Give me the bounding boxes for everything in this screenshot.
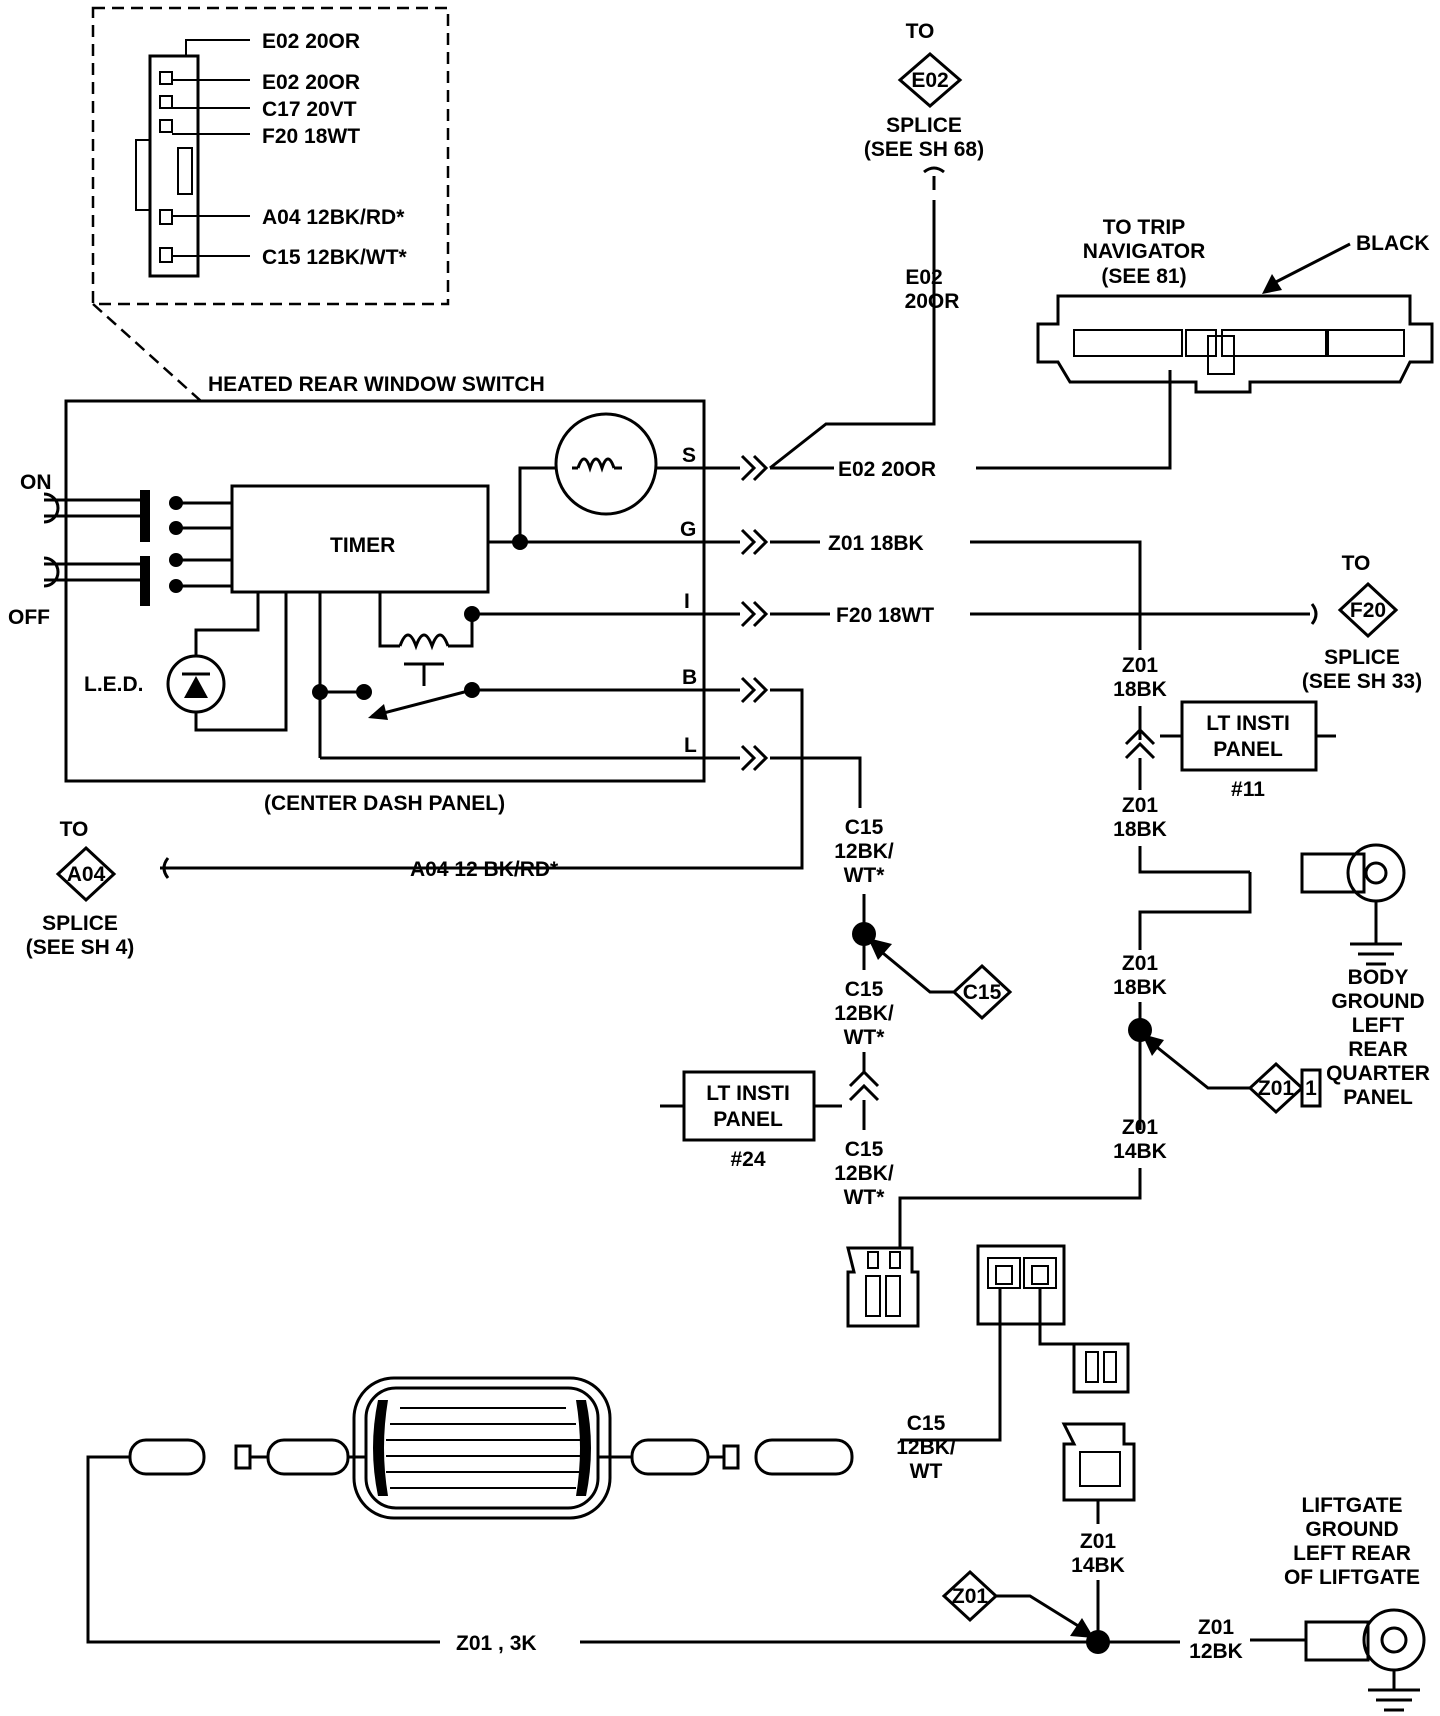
e02-to-label: TO <box>906 20 935 43</box>
f20-see-sheet: (SEE SH 33) <box>1302 670 1422 693</box>
z01-wire-label: Z01 <box>1122 794 1159 817</box>
z01-wire-label: 12BK <box>1189 1640 1243 1663</box>
z01-ground-circuit: Z01 18BK Z01 18BK Z01 18BK Z01 18BK Z01 … <box>770 532 1430 1248</box>
panel-11-label: PANEL <box>1213 738 1283 761</box>
rocker-off-button <box>43 556 150 606</box>
inset-wire-label: C15 12BK/WT* <box>262 246 408 269</box>
c15-wire-label: C15 <box>845 1138 884 1161</box>
panel-24-label: LT INSTI <box>706 1082 790 1105</box>
c15-wire-label: 12BK/ <box>896 1436 956 1459</box>
c15-wire-label: C15 <box>845 816 884 839</box>
c15-wire-label: C15 <box>907 1412 946 1435</box>
e02-circuit: E02 20OR E02 20OR TO E02 SPLICE (SEE SH … <box>769 20 1172 481</box>
z01-wire-label: Z01 <box>1198 1616 1235 1639</box>
f20-splice-code: F20 <box>1350 599 1386 622</box>
liftgate-ground: Z01 Z01 12BK LIFTGATE GROUND LEFT REAR O… <box>941 1494 1426 1712</box>
c15-wire-label: WT* <box>844 1026 886 1049</box>
body-ground-label: BODY <box>1348 966 1409 989</box>
switch-title: HEATED REAR WINDOW SWITCH <box>208 373 545 396</box>
timer-label: TIMER <box>330 534 395 557</box>
body-ground-label: PANEL <box>1343 1086 1413 1109</box>
off-label: OFF <box>8 606 50 629</box>
g-wire-label: Z01 18BK <box>828 532 924 555</box>
c15-wire-label: 12BK/ <box>834 840 894 863</box>
a04-wire-label: A04 12 BK/RD* <box>410 858 559 881</box>
grid-connectors: Z01 14BK <box>846 1244 1136 1632</box>
e02-splice-code: E02 <box>911 69 948 92</box>
c15-splice-code: C15 <box>963 981 1002 1004</box>
terminal-g: G <box>680 518 696 541</box>
z01-wire-label: Z01 <box>1122 952 1159 975</box>
e02-wire-label: E02 <box>905 266 942 289</box>
liftgate-ground-label: OF LIFTGATE <box>1284 1566 1420 1589</box>
rocker-on-button <box>43 490 150 542</box>
c15-wire-label: C15 <box>845 978 884 1001</box>
f20-circuit: F20 18WT TO F20 SPLICE (SEE SH 33) <box>770 552 1422 693</box>
panel-11-number: #11 <box>1231 778 1265 801</box>
inline-connector-chevrons <box>740 454 769 772</box>
z01-splice-number: 1 <box>1305 1077 1317 1100</box>
inset-wire-label: A04 12BK/RD* <box>262 206 405 229</box>
terminal-i: I <box>684 590 690 613</box>
inset-wire-label: E02 20OR <box>262 71 360 94</box>
liftgate-ground-label: LIFTGATE <box>1301 1494 1402 1517</box>
s-wire-label: E02 20OR <box>838 458 936 481</box>
heated-rear-window-grid: Z01 , 3K C15 12BK/ WT <box>86 1376 1098 1655</box>
bottom-wire-label: Z01 , 3K <box>456 1632 537 1655</box>
liftgate-ground-label: LEFT REAR <box>1293 1542 1411 1565</box>
heated-rear-window-switch: HEATED REAR WINDOW SWITCH (CENTER DASH P… <box>8 373 740 815</box>
z01-wire-label: 18BK <box>1113 976 1167 999</box>
connector-color-label: BLACK <box>1356 232 1430 255</box>
a04-splice-label: SPLICE <box>42 912 118 935</box>
c15-wire-label: WT <box>910 1460 943 1483</box>
c15-wire-label: WT* <box>844 1186 886 1209</box>
body-ground-label: GROUND <box>1331 990 1424 1013</box>
trip-label: TO TRIP <box>1103 216 1185 239</box>
panel-24-number: #24 <box>730 1148 765 1171</box>
f20-splice-label: SPLICE <box>1324 646 1400 669</box>
c15-wire-label: 12BK/ <box>834 1162 894 1185</box>
c15-wire-label: WT* <box>844 864 886 887</box>
inset-wire-label: E02 20OR <box>262 30 360 53</box>
a04-see-sheet: (SEE SH 4) <box>26 936 135 959</box>
e02-splice-label: SPLICE <box>886 114 962 137</box>
terminal-s: S <box>682 444 696 467</box>
switch-location: (CENTER DASH PANEL) <box>264 792 505 815</box>
terminal-l: L <box>684 734 697 757</box>
trip-label: NAVIGATOR <box>1083 240 1206 263</box>
z01-wire-label: 18BK <box>1113 818 1167 841</box>
body-ground-label: QUARTER <box>1326 1062 1430 1085</box>
f20-to-label: TO <box>1342 552 1371 575</box>
i-wire-label: F20 18WT <box>836 604 934 627</box>
c15-circuit: A04 12 BK/RD* TO A04 SPLICE (SEE SH 4) C… <box>26 688 1013 1209</box>
liftgate-ground-label: GROUND <box>1305 1518 1398 1541</box>
panel-11-label: LT INSTI <box>1206 712 1290 735</box>
inset-wire-label: F20 18WT <box>262 125 360 148</box>
body-ground-label: LEFT <box>1352 1014 1405 1037</box>
c15-wire-label: 12BK/ <box>834 1002 894 1025</box>
z01-wire-label: Z01 <box>1122 654 1159 677</box>
body-ground-label: REAR <box>1348 1038 1408 1061</box>
terminal-b: B <box>682 666 697 689</box>
trip-see-sheet: (SEE 81) <box>1101 265 1186 288</box>
a04-splice-code: A04 <box>67 863 106 886</box>
e02-see-sheet: (SEE SH 68) <box>864 138 984 161</box>
e02-wire-label: 20OR <box>905 290 960 313</box>
a04-to-label: TO <box>60 818 89 841</box>
z01-wire-label: 14BK <box>1071 1554 1125 1577</box>
z01-wire-label: 14BK <box>1113 1140 1167 1163</box>
z01-wire-label: Z01 <box>1080 1530 1117 1553</box>
on-label: ON <box>20 471 52 494</box>
z01-wire-label: Z01 <box>1122 1116 1159 1139</box>
z01-bottom-code: Z01 <box>952 1585 989 1608</box>
panel-24-label: PANEL <box>713 1108 783 1131</box>
trip-navigator-connector: TO TRIP NAVIGATOR (SEE 81) BLACK <box>1036 216 1434 394</box>
z01-splice-code: Z01 <box>1258 1077 1295 1100</box>
z01-wire-label: 18BK <box>1113 678 1167 701</box>
connector-inset: E02 20OR E02 20OR C17 20VT F20 18WT A04 … <box>91 6 450 403</box>
inset-wire-label: C17 20VT <box>262 98 357 121</box>
led-label: L.E.D. <box>84 673 144 696</box>
